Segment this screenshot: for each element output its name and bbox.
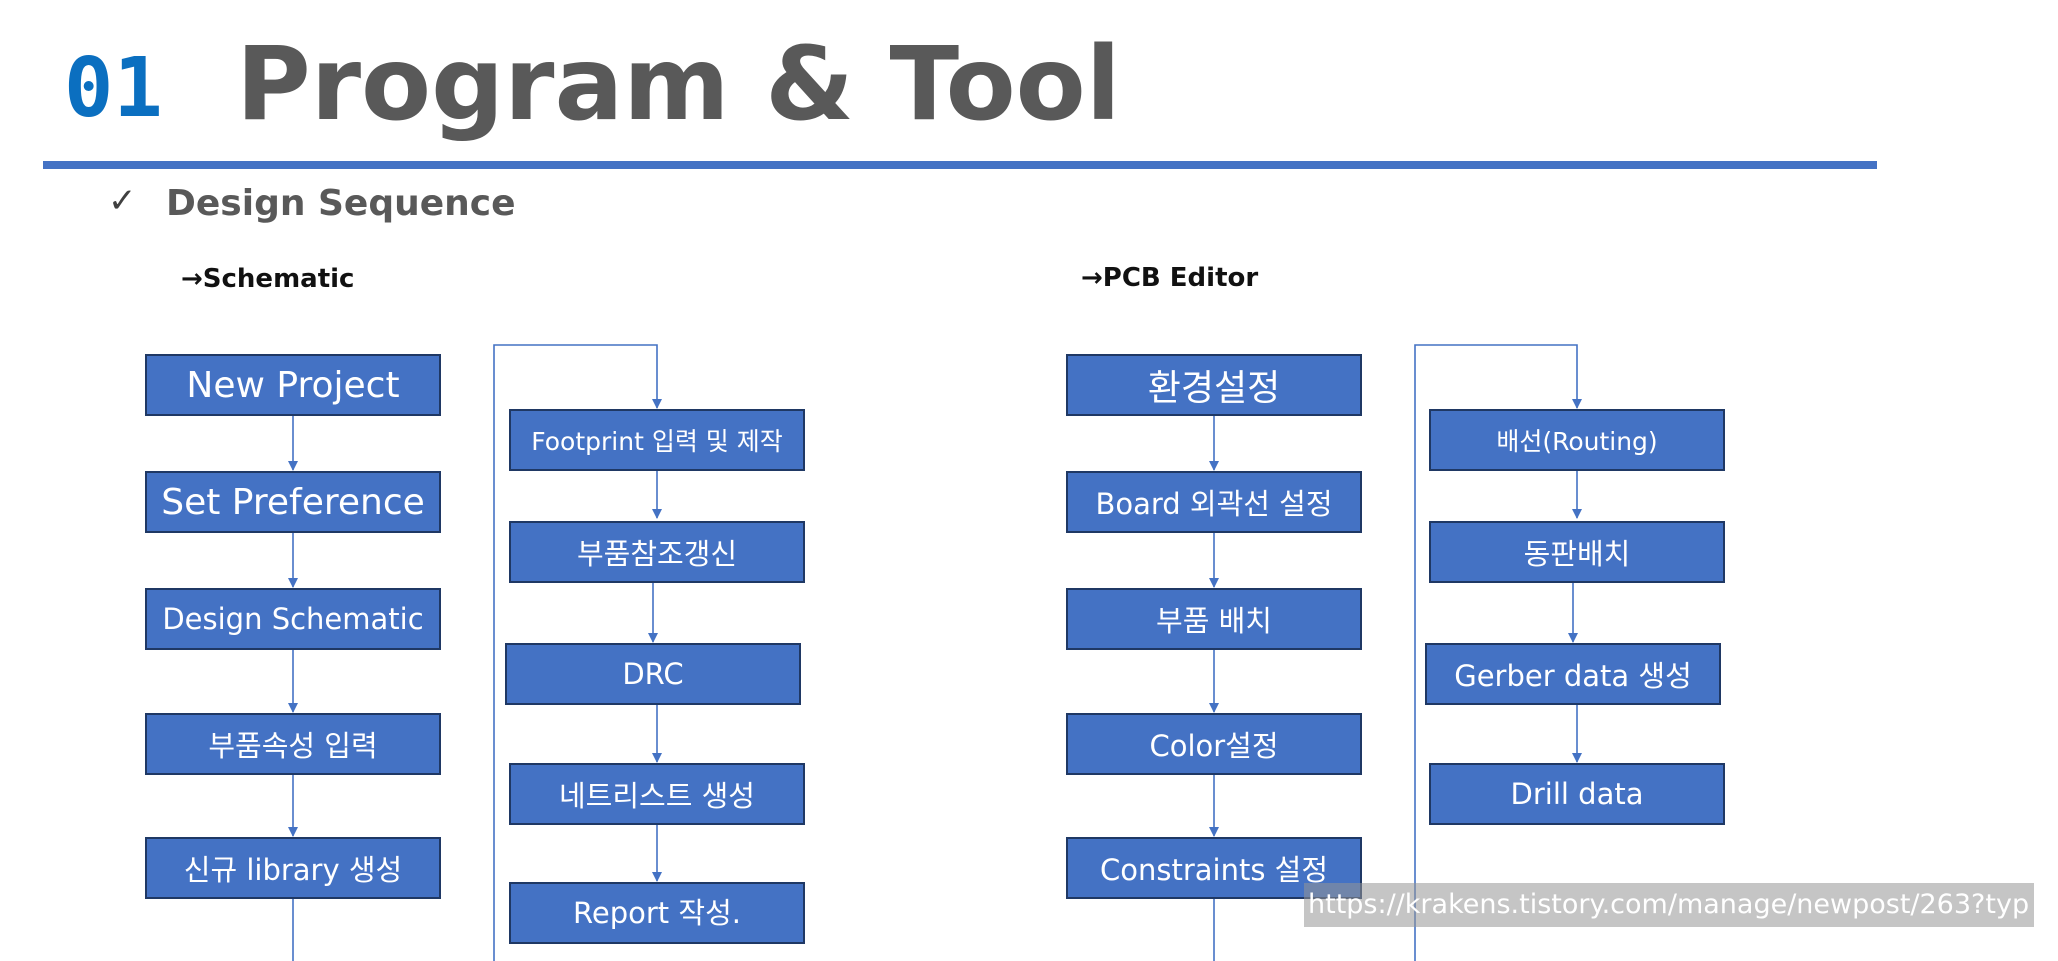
flow-node-footprint: Footprint 입력 및 제작 xyxy=(509,409,805,471)
flow-node-copper-pour: 동판배치 xyxy=(1429,521,1725,583)
flow-node-new-library: 신규 library 생성 xyxy=(145,837,441,899)
flow-node-color-settings: Color설정 xyxy=(1066,713,1362,775)
flow-node-new-project: New Project xyxy=(145,354,441,416)
slide-number: 01 xyxy=(64,41,163,136)
check-icon: ✓ xyxy=(108,181,137,221)
connector-loop xyxy=(292,344,662,961)
section-heading: Design Sequence xyxy=(166,183,516,224)
flow-node-gerber-data: Gerber data 생성 xyxy=(1425,643,1721,705)
flow-node-drc: DRC xyxy=(505,643,801,705)
connector-loop xyxy=(1213,344,1582,961)
flow-node-routing: 배선(Routing) xyxy=(1429,409,1725,471)
url-watermark: https://krakens.tistory.com/manage/newpo… xyxy=(1304,883,2034,927)
flow-node-part-placement: 부품 배치 xyxy=(1066,588,1362,650)
flow-node-board-outline: Board 외곽선 설정 xyxy=(1066,471,1362,533)
flow-node-set-preference: Set Preference xyxy=(145,471,441,533)
flow-node-part-reference-update: 부품참조갱신 xyxy=(509,521,805,583)
flow-node-environment-settings: 환경설정 xyxy=(1066,354,1362,416)
pcb-editor-heading: →PCB Editor xyxy=(1081,263,1259,293)
flow-node-report: Report 작성. xyxy=(509,882,805,944)
flow-node-part-attributes: 부품속성 입력 xyxy=(145,713,441,775)
title-divider xyxy=(43,161,1877,169)
slide-title: Program & Tool xyxy=(236,25,1121,144)
schematic-heading: →Schematic xyxy=(181,264,355,294)
flow-node-drill-data: Drill data xyxy=(1429,763,1725,825)
flow-node-netlist: 네트리스트 생성 xyxy=(509,763,805,825)
flow-node-design-schematic: Design Schematic xyxy=(145,588,441,650)
